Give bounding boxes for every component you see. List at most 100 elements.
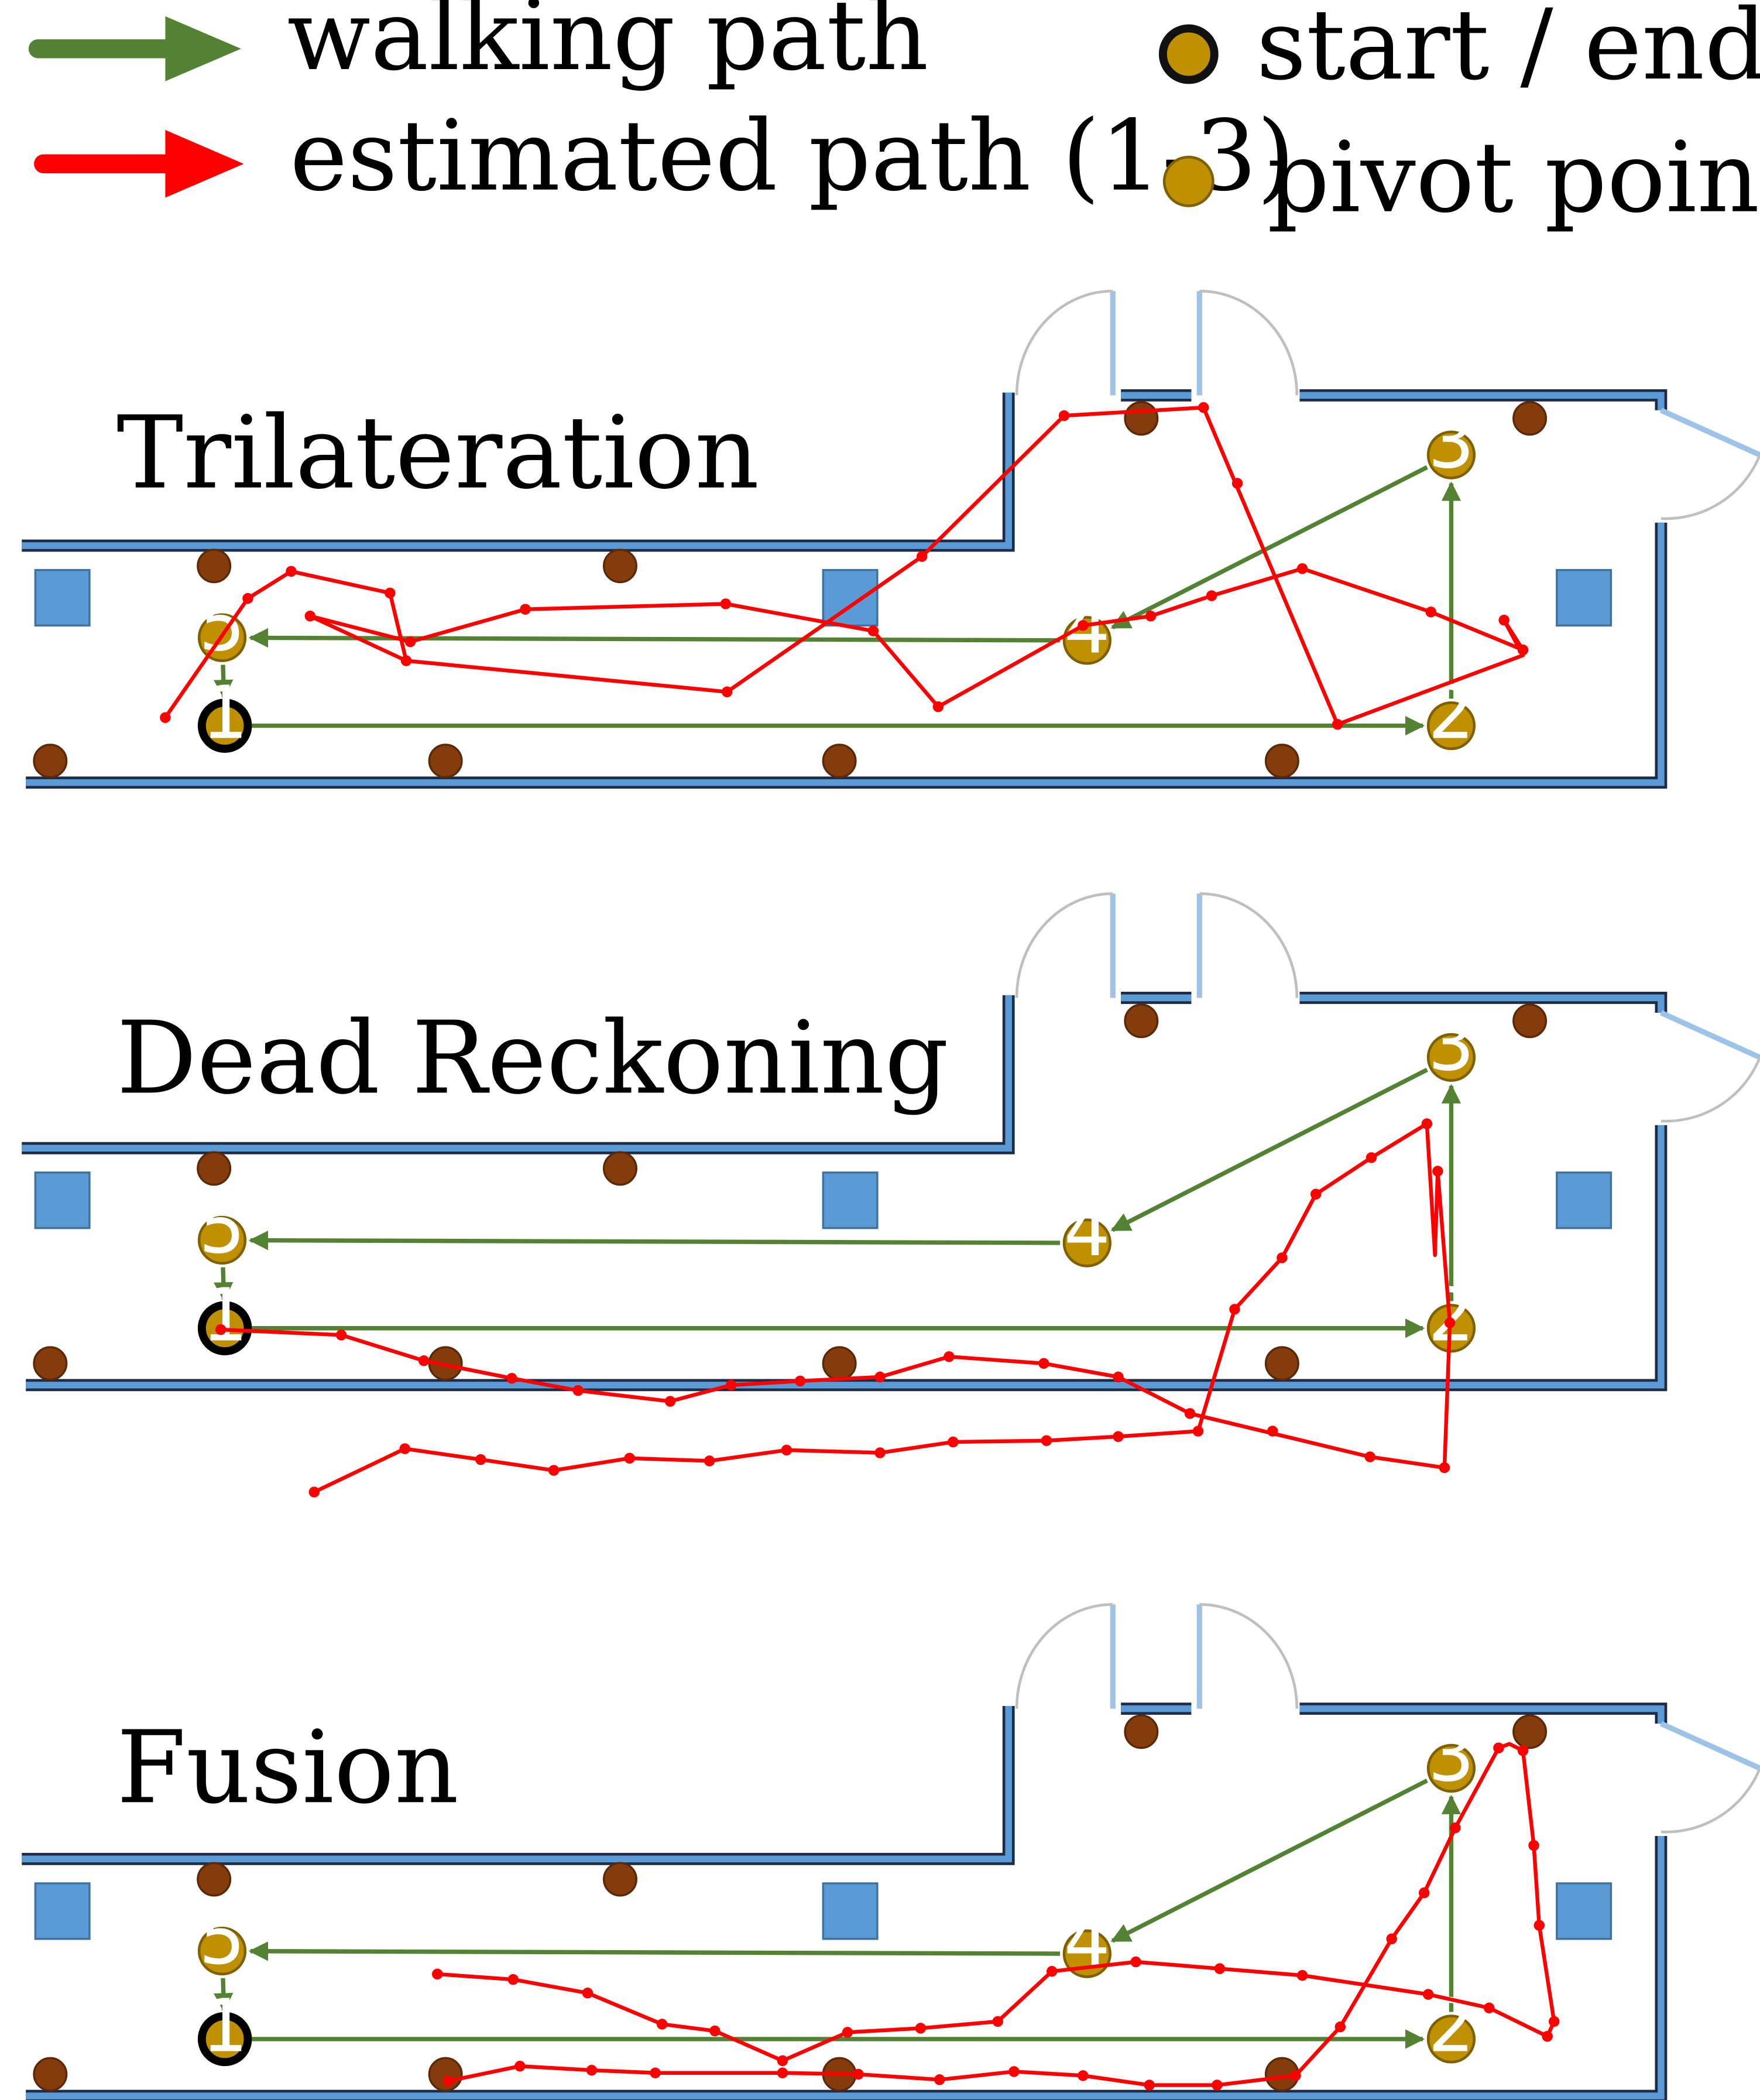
door-arc bbox=[1199, 289, 1299, 396]
wall bbox=[1299, 994, 1665, 1013]
walking-path-arrow bbox=[1110, 1067, 1428, 1232]
wall-outline bbox=[26, 522, 1668, 789]
walking-path-arrow bbox=[214, 664, 234, 700]
panel-title: Dead Reckoning bbox=[116, 1000, 949, 1116]
wall bbox=[22, 392, 1012, 549]
wall bbox=[26, 1125, 1665, 1389]
legend: walking path estimated path (1-3) start … bbox=[28, 0, 1760, 235]
walking-path-arrow bbox=[248, 628, 1061, 648]
pivot-label: 2 bbox=[1428, 670, 1474, 755]
panel-title: Trilateration bbox=[116, 395, 759, 512]
pivot-point-icon bbox=[1426, 701, 1476, 751]
pivot-label: 5 bbox=[199, 1896, 245, 1981]
legend-start-end-point-icon bbox=[1158, 24, 1219, 84]
wall-outline bbox=[26, 1125, 1668, 1392]
beacon-icon bbox=[1512, 1714, 1548, 1749]
door-arc bbox=[1015, 892, 1113, 998]
door-leaf bbox=[1660, 1721, 1760, 1771]
beacon-icon bbox=[1264, 744, 1299, 779]
beacon-icon bbox=[602, 1862, 637, 1897]
beacon-icon bbox=[1124, 1714, 1159, 1749]
legend-pivot-point-icon bbox=[1162, 155, 1214, 207]
start-end-point-icon bbox=[197, 2012, 252, 2067]
column bbox=[1556, 1171, 1613, 1229]
beacon-icon bbox=[1264, 1346, 1299, 1381]
beacon-icon bbox=[822, 744, 857, 779]
column bbox=[1556, 1882, 1613, 1940]
beacon-icon bbox=[197, 1862, 232, 1897]
legend-estimated-path-label: estimated path (1-3) bbox=[290, 100, 1295, 213]
estimated-path bbox=[160, 402, 1529, 730]
legend-walking-path-arrow-icon bbox=[28, 16, 241, 81]
wall bbox=[1299, 392, 1665, 410]
walking-path-arrow bbox=[214, 1267, 234, 1302]
estimated-path bbox=[215, 1118, 1456, 1498]
panel-title: Fusion bbox=[116, 1710, 459, 1826]
beacon-icon bbox=[33, 1346, 68, 1381]
walking-path-arrow bbox=[248, 1941, 1061, 1961]
beacon-icon bbox=[33, 2057, 68, 2092]
column bbox=[34, 1882, 91, 1940]
legend-walking-path-label: walking path bbox=[287, 0, 929, 93]
start-end-point-icon bbox=[197, 698, 252, 753]
pivot-label: 3 bbox=[1428, 1002, 1474, 1087]
beacon-icon bbox=[602, 1151, 637, 1186]
pivot-label: 1 bbox=[201, 1984, 248, 2069]
pivot-label: 1 bbox=[201, 670, 248, 755]
pivot-label: 5 bbox=[199, 1185, 245, 1270]
wall bbox=[26, 522, 1665, 786]
beacon-icon bbox=[197, 1151, 232, 1186]
door-arc bbox=[1199, 892, 1299, 998]
pivot-point-icon bbox=[1426, 430, 1476, 479]
pivot-label: 1 bbox=[201, 1273, 248, 1358]
door-arc bbox=[1660, 1767, 1760, 1834]
pivot-point-icon bbox=[1426, 1033, 1476, 1082]
legend-estimated-path-arrow-icon bbox=[34, 130, 244, 198]
beacon-icon bbox=[1124, 1003, 1159, 1039]
wall bbox=[22, 1706, 1012, 1863]
panel-dead-reckoning: 1 2 3 4 5 Dead Reckoning bbox=[22, 892, 1760, 1498]
wall bbox=[1299, 1705, 1665, 1724]
pivot-point-icon bbox=[1426, 2015, 1476, 2064]
pivot-point-icon bbox=[197, 1215, 247, 1265]
door-arc bbox=[1660, 454, 1760, 520]
beacon-icon bbox=[1124, 401, 1159, 436]
pivot-point-icon bbox=[1426, 1743, 1476, 1793]
walking-path-arrow bbox=[1110, 465, 1428, 630]
column bbox=[822, 1882, 879, 1940]
pivot-label: 2 bbox=[1428, 1273, 1474, 1358]
walking-path-arrow bbox=[214, 1978, 234, 2013]
beacon-icon bbox=[602, 549, 637, 584]
beacon-icon bbox=[1512, 1003, 1548, 1039]
beacon-icon bbox=[1512, 401, 1548, 436]
wall-outline bbox=[26, 1836, 1668, 2100]
beacon-icon bbox=[197, 549, 232, 584]
column bbox=[822, 568, 879, 627]
column bbox=[1556, 568, 1613, 627]
walking-path-arrow bbox=[248, 1231, 1061, 1251]
floor-plan: 1 2 3 4 5 bbox=[22, 892, 1760, 1392]
column bbox=[34, 1171, 91, 1229]
column bbox=[34, 568, 91, 627]
wall bbox=[22, 995, 1012, 1152]
door-leaf bbox=[1660, 407, 1760, 458]
door-arc bbox=[1015, 289, 1113, 396]
door-leaf bbox=[1660, 1010, 1760, 1060]
door-arc bbox=[1660, 1057, 1760, 1123]
beacon-icon bbox=[428, 2057, 463, 2092]
wall bbox=[26, 1836, 1665, 2099]
legend-start-end-point-label: start / end point bbox=[1256, 0, 1760, 102]
pivot-label: 4 bbox=[1064, 1188, 1110, 1273]
door-arc bbox=[1015, 1603, 1113, 1709]
legend-pivot-point-label: pivot point bbox=[1267, 121, 1760, 235]
pivot-label: 5 bbox=[199, 583, 245, 667]
estimated-path bbox=[431, 1742, 1560, 2091]
beacon-icon bbox=[822, 1346, 857, 1381]
beacon-icon bbox=[33, 744, 68, 779]
pivot-label: 3 bbox=[1428, 1713, 1474, 1798]
beacon-icon bbox=[428, 744, 463, 779]
